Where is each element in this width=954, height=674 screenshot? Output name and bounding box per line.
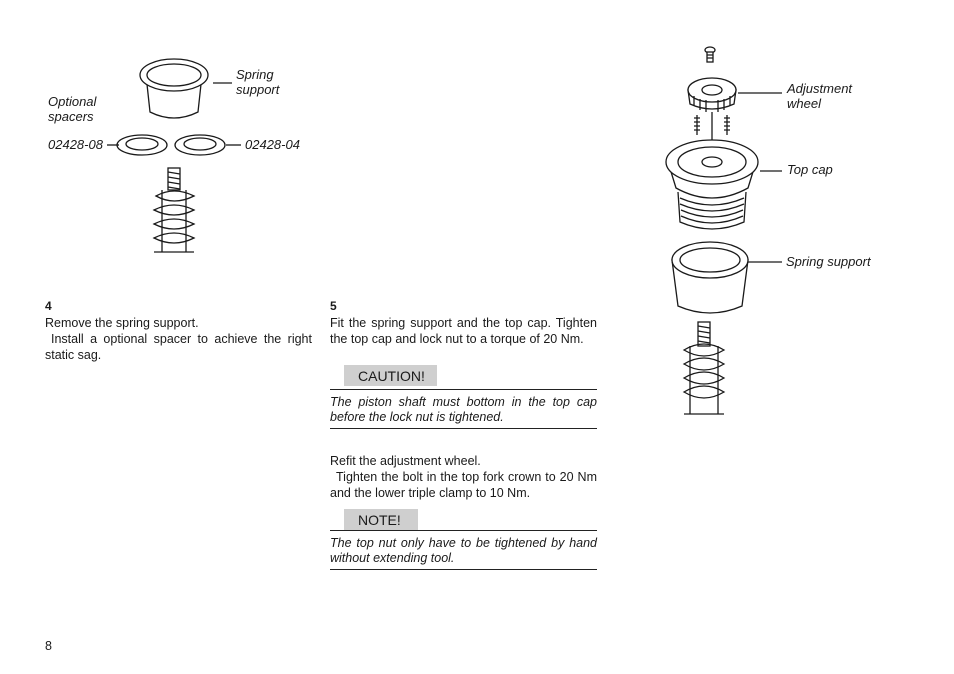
note-text: The top nut only have to be tightened by… — [330, 536, 597, 565]
step-5-number: 5 — [330, 299, 337, 313]
spacer-02428-04 — [174, 134, 226, 156]
caution-title: CAUTION! — [344, 365, 437, 386]
refit-line-1: Refit the adjustment wheel. — [330, 454, 481, 468]
caution-top-rule — [330, 389, 597, 390]
note-top-rule — [330, 530, 597, 531]
fork-spring-right — [682, 321, 726, 415]
label-adjustment-wheel: Adjustment wheel — [787, 81, 853, 111]
label-optional-spacers: Optional spacers — [48, 94, 97, 124]
step-4-number: 4 — [45, 299, 52, 313]
top-cap — [665, 139, 759, 230]
adjustment-bolt — [704, 46, 716, 63]
adjustment-wheel — [687, 77, 737, 112]
refit-text: Refit the adjustment wheel. Tighten the … — [330, 453, 597, 501]
spacer-02428-08 — [116, 134, 168, 156]
spring-support-cup-right — [671, 241, 749, 314]
note-bottom-rule — [330, 569, 597, 570]
refit-line-2: Tighten the bolt in the top fork crown t… — [330, 470, 597, 500]
spring-support-cup — [139, 58, 209, 119]
pins — [694, 112, 730, 150]
label-top-cap: Top cap — [787, 162, 833, 177]
label-part-02428-08: 02428-08 — [48, 137, 103, 152]
page-number: 8 — [45, 639, 52, 653]
step-4-line-2: Install a optional spacer to achieve the… — [45, 332, 312, 362]
caution-text: The piston shaft must bottom in the top … — [330, 395, 597, 424]
label-part-02428-04: 02428-04 — [245, 137, 300, 152]
step-4-line-1: Remove the spring support. — [45, 316, 199, 330]
caution-bottom-rule — [330, 428, 597, 429]
step-4-text: Remove the spring support. Install a opt… — [45, 315, 312, 363]
step-5-text: Fit the spring support and the top cap. … — [330, 316, 597, 346]
note-title: NOTE! — [344, 509, 418, 530]
fork-spring-left — [152, 167, 196, 253]
label-spring-support: Spring support — [236, 67, 280, 97]
label-spring-support-right: Spring support — [786, 254, 871, 269]
